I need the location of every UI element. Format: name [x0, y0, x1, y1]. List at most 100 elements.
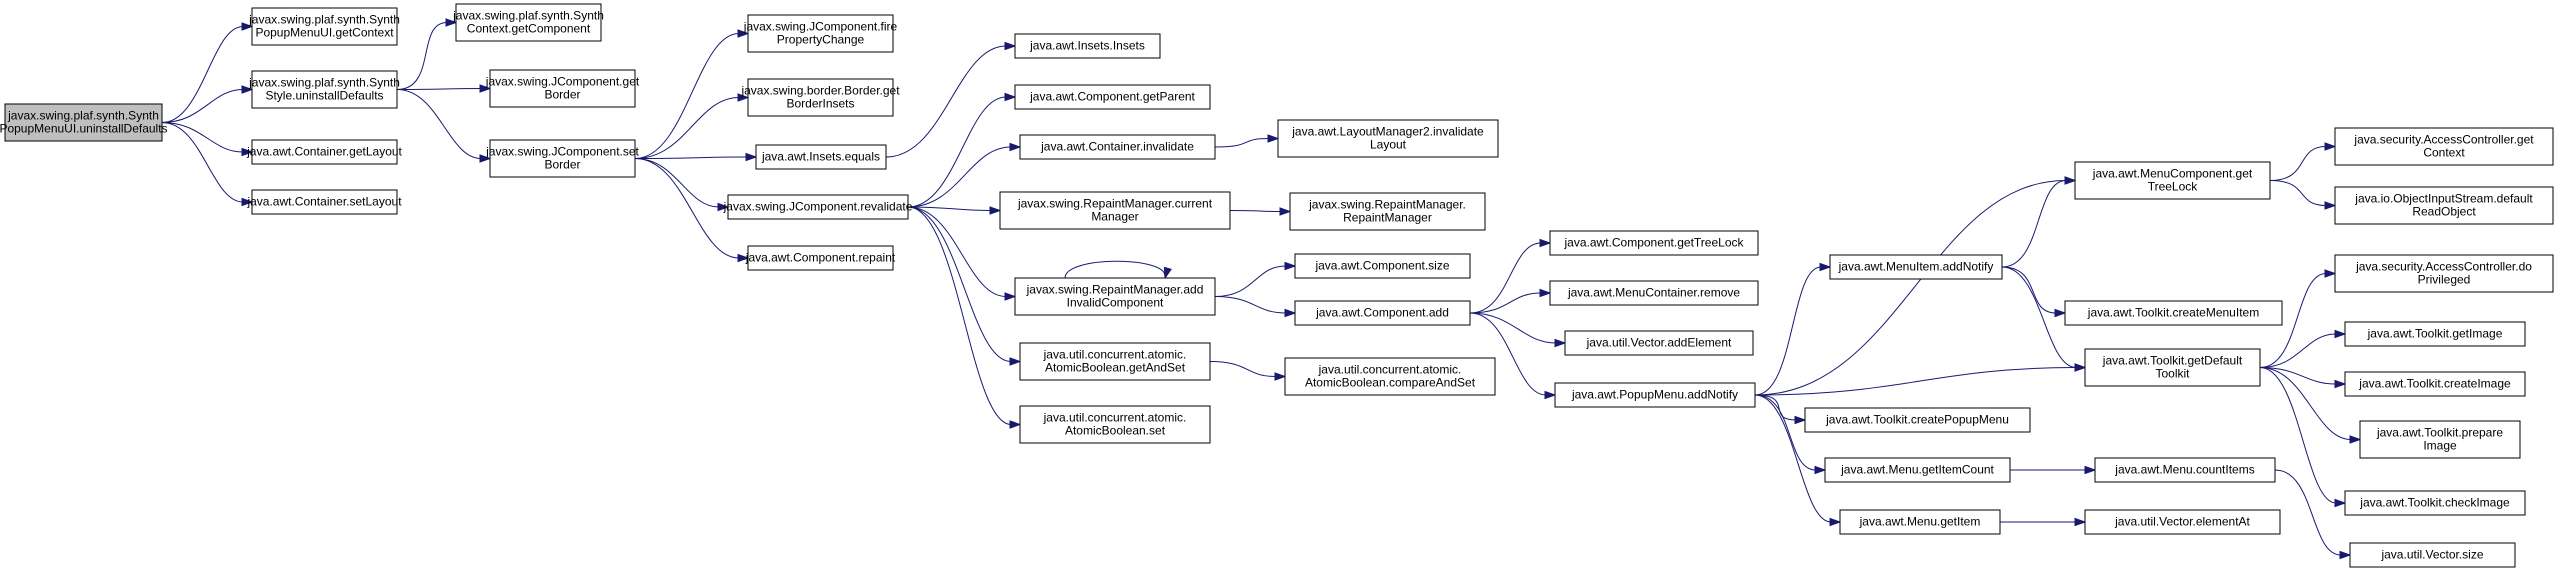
node-box [1294, 300, 1471, 326]
node-mc-remove[interactable]: java.awt.MenuContainer.remove [1549, 280, 1759, 306]
node-get-and-set[interactable]: java.util.concurrent.atomic.AtomicBoolea… [1019, 342, 1211, 381]
edge-pm-add-notify-to-create-popup-menu [1754, 394, 1807, 425]
edge-line [907, 206, 1007, 297]
node-create-popup-menu[interactable]: java.awt.Toolkit.createPopupMenu [1804, 407, 2031, 433]
edge-line [907, 206, 992, 211]
node-label-line: java.util.Vector.addElement [1586, 336, 1732, 350]
node-set-layout[interactable]: java.awt.Container.setLayout [246, 189, 402, 215]
node-label-line: AtomicBoolean.getAndSet [1045, 361, 1186, 375]
node-label-line: PopupMenuUI.getContext [255, 26, 394, 40]
node-insets-insets[interactable]: java.awt.Insets.Insets [1014, 33, 1161, 59]
node-mc-tree-lock[interactable]: java.awt.MenuComponent.getTreeLock [2074, 161, 2271, 200]
node-label-line: java.awt.MenuContainer.remove [1567, 286, 1740, 300]
node-box [4, 103, 163, 142]
node-get-context[interactable]: javax.swing.plaf.synth.SynthPopupMenuUI.… [248, 7, 400, 46]
node-box [1549, 280, 1759, 306]
node-rm-ctor[interactable]: javax.swing.RepaintManager.RepaintManage… [1289, 192, 1486, 231]
edge-line [1209, 361, 1277, 377]
node-ab-set[interactable]: java.util.concurrent.atomic.AtomicBoolea… [1019, 405, 1211, 444]
node-box [747, 14, 894, 53]
node-mi-add-notify[interactable]: java.awt.MenuItem.addNotify [1829, 254, 2003, 280]
node-ac-get-context[interactable]: java.security.AccessController.getContex… [2334, 127, 2554, 166]
edge-line [2259, 367, 2352, 440]
node-comp-size[interactable]: java.awt.Component.size [1294, 253, 1471, 279]
node-compare-and-set[interactable]: java.util.concurrent.atomic.AtomicBoolea… [1284, 357, 1496, 396]
node-get-parent[interactable]: java.awt.Component.getParent [1014, 84, 1211, 110]
node-revalidate[interactable]: javax.swing.JComponent.revalidate [723, 194, 913, 220]
edge-line [634, 156, 748, 159]
edge-line [1469, 312, 1547, 396]
edge-comp-add-to-pm-add-notify [1469, 312, 1557, 400]
node-get-component[interactable]: javax.swing.plaf.synth.SynthContext.getC… [452, 3, 604, 42]
edge-line [2259, 273, 2327, 368]
node-label-line: Manager [1091, 210, 1138, 224]
node-label-line: java.awt.Component.size [1314, 259, 1449, 273]
node-insets-equals[interactable]: java.awt.Insets.equals [755, 144, 887, 170]
node-get-tree-lock[interactable]: java.awt.Component.getTreeLock [1549, 230, 1759, 256]
edge-line [1469, 312, 1557, 344]
edge-arrowhead [241, 22, 254, 31]
edge-arrowhead [1009, 357, 1022, 366]
node-box [251, 139, 398, 165]
node-label-line: java.awt.Container.setLayout [246, 195, 402, 209]
node-label-line: java.util.concurrent.atomic. [1043, 411, 1187, 425]
node-get-image[interactable]: java.awt.Toolkit.getImage [2344, 321, 2526, 347]
node-get-item-count[interactable]: java.awt.Menu.getItemCount [1824, 457, 2011, 483]
edge-arrowhead [1004, 41, 1017, 51]
node-box [489, 139, 636, 178]
node-label-line: java.awt.Component.getTreeLock [1564, 236, 1745, 250]
edge-set-border-to-fire-prop-change [634, 29, 750, 159]
node-pm-add-notify[interactable]: java.awt.PopupMenu.addNotify [1554, 382, 1756, 408]
node-comp-add[interactable]: java.awt.Component.add [1294, 300, 1471, 326]
node-count-items[interactable]: java.awt.Menu.countItems [2094, 457, 2276, 483]
node-create-image[interactable]: java.awt.Toolkit.createImage [2344, 371, 2526, 397]
edge-arrowhead [1163, 266, 1172, 280]
node-add-invalid[interactable]: javax.swing.RepaintManager.addInvalidCom… [1014, 277, 1216, 316]
edge-pm-add-notify-to-get-item [1754, 394, 1842, 527]
node-fire-prop-change[interactable]: javax.swing.JComponent.firePropertyChang… [743, 14, 898, 53]
edge-style-uninstall-to-set-border [396, 89, 492, 163]
edge-arrowhead [717, 202, 730, 212]
node-element-at[interactable]: java.util.Vector.elementAt [2084, 509, 2281, 535]
edge-arrowhead [2339, 550, 2352, 560]
node-label-line: java.awt.Component.getParent [1029, 90, 1195, 104]
node-border-insets[interactable]: javax.swing.border.Border.getBorderInset… [740, 78, 900, 117]
edge-line [907, 146, 1012, 208]
edge-set-border-to-insets-equals [634, 152, 758, 162]
node-root[interactable]: javax.swing.plaf.synth.SynthPopupMenuUI.… [0, 103, 168, 142]
edge-line [1754, 394, 1817, 471]
node-get-item[interactable]: java.awt.Menu.getItem [1839, 509, 2001, 535]
node-get-layout[interactable]: java.awt.Container.getLayout [246, 139, 403, 165]
node-vector-size[interactable]: java.util.Vector.size [2349, 542, 2516, 568]
edge-arrowhead [1794, 415, 1807, 425]
node-label-line: java.security.AccessController.get [2353, 133, 2534, 147]
edge-arrowhead [2074, 363, 2087, 372]
node-box [2084, 509, 2281, 535]
node-label-line: javax.swing.plaf.synth.Synth [248, 13, 400, 27]
edge-line [2259, 333, 2337, 368]
node-box [1829, 254, 2003, 280]
node-create-menu-item[interactable]: java.awt.Toolkit.createMenuItem [2064, 300, 2283, 326]
node-check-image[interactable]: java.awt.Toolkit.checkImage [2344, 490, 2526, 516]
edge-arrowhead [1814, 465, 1827, 475]
node-default-read-object[interactable]: java.io.ObjectInputStream.defaultReadObj… [2334, 186, 2554, 225]
node-cont-invalidate[interactable]: java.awt.Container.invalidate [1019, 134, 1216, 160]
node-add-element[interactable]: java.util.Vector.addElement [1564, 330, 1754, 356]
edge-arrowhead [745, 152, 758, 162]
node-label-line: Context.getComponent [467, 22, 591, 36]
node-box [2334, 127, 2554, 166]
node-label-line: Toolkit [2155, 367, 2190, 381]
node-do-privileged[interactable]: java.security.AccessController.doPrivile… [2334, 254, 2554, 293]
edge-current-manager-to-rm-ctor [1229, 207, 1292, 216]
node-label-line: java.awt.Container.invalidate [1040, 140, 1194, 154]
node-repaint[interactable]: java.awt.Component.repaint [745, 245, 896, 271]
edge-root-to-get-layout [161, 122, 254, 157]
node-current-manager[interactable]: javax.swing.RepaintManager.currentManage… [999, 191, 1231, 230]
node-label-line: java.awt.MenuComponent.get [2092, 167, 2253, 181]
node-style-uninstall[interactable]: javax.swing.plaf.synth.SynthStyle.uninst… [248, 70, 400, 109]
